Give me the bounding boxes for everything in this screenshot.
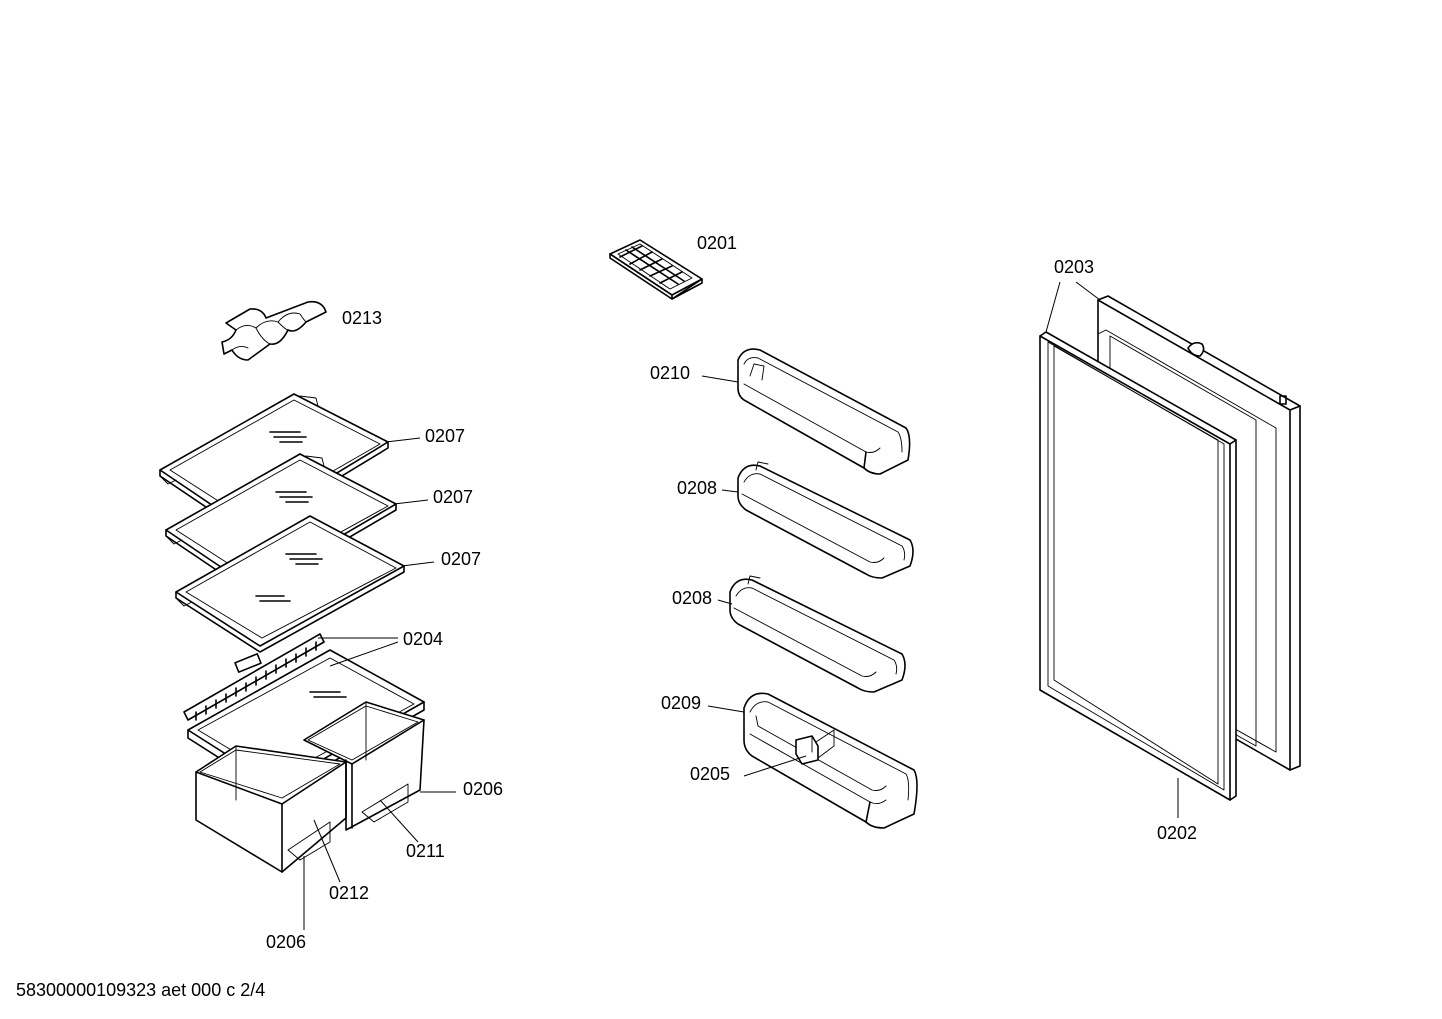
callout-0204: 0204 xyxy=(403,629,443,649)
ice-cube-tray-part xyxy=(609,239,703,300)
callout-0205: 0205 xyxy=(690,764,730,784)
callout-0206-right: 0206 xyxy=(463,779,503,799)
door-shelf-middle-part-1 xyxy=(737,461,914,579)
callout-0206-bottom: 0206 xyxy=(266,932,306,952)
door-shelf-top-part xyxy=(737,348,911,475)
callout-0207-bottom: 0207 xyxy=(441,549,481,569)
callout-0203: 0203 xyxy=(1054,257,1094,277)
drawing-code: 58300000109323 aet 000 c 2/4 xyxy=(16,980,266,1000)
callout-0211: 0211 xyxy=(406,841,445,861)
glass-shelf-part-3 xyxy=(175,515,405,653)
crisper-drawer-left-part xyxy=(195,745,347,873)
callout-0213: 0213 xyxy=(342,308,382,328)
egg-tray-part xyxy=(221,300,327,361)
crisper-drawer-right-part xyxy=(303,701,425,831)
callout-0207-middle: 0207 xyxy=(433,487,473,507)
door-shelf-middle-part-2 xyxy=(729,575,906,693)
callout-0208-lower: 0208 xyxy=(672,588,712,608)
callout-0210: 0210 xyxy=(650,363,690,383)
callout-labels: 0201 0213 0203 0210 0207 0207 0207 0208 … xyxy=(266,233,1197,952)
callout-0209: 0209 xyxy=(661,693,701,713)
callout-0212: 0212 xyxy=(329,883,369,903)
leader-lines xyxy=(303,281,1179,930)
callout-0208-upper: 0208 xyxy=(677,478,717,498)
bottle-shelf-part xyxy=(743,692,918,829)
callout-0201: 0201 xyxy=(697,233,737,253)
callout-0202: 0202 xyxy=(1157,823,1197,843)
callout-0207-top: 0207 xyxy=(425,426,465,446)
